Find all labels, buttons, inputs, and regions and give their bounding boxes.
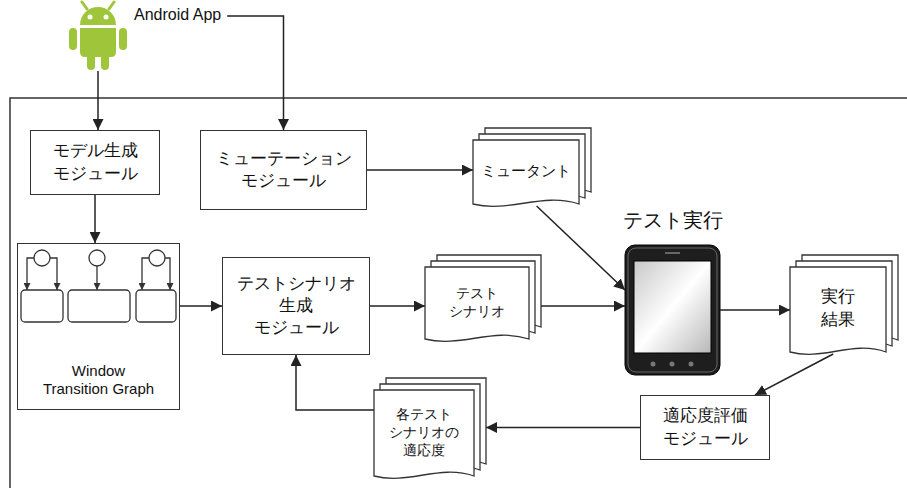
phone-bezel bbox=[628, 248, 717, 372]
text-area: モデル生成 モジュール bbox=[31, 131, 159, 194]
text-area: Android App bbox=[134, 6, 221, 24]
text-area: テストシナリオ 生成 モジュール bbox=[223, 258, 369, 354]
phone-button bbox=[689, 362, 694, 367]
text-area: テスト シナリオ bbox=[425, 267, 529, 337]
document-page bbox=[473, 140, 579, 206]
text-area: テスト実行 bbox=[585, 207, 760, 234]
document-stack: テスト シナリオ bbox=[425, 255, 541, 347]
graph-state bbox=[89, 250, 105, 266]
transition-graph-figure bbox=[21, 250, 176, 322]
document-stack: 各テスト シナリオの 適応度 bbox=[374, 378, 486, 484]
document-page bbox=[790, 267, 886, 354]
flow-arrow bbox=[180, 305, 222, 307]
graph-state bbox=[149, 250, 165, 266]
node-label: テストシナリオ 生成 モジュール bbox=[237, 273, 356, 339]
android-leg bbox=[101, 50, 109, 70]
android-eye bbox=[104, 15, 109, 20]
phone-screen bbox=[634, 261, 711, 353]
phone-body bbox=[625, 245, 720, 375]
flow-arrow bbox=[541, 305, 625, 307]
android-body bbox=[80, 28, 116, 57]
flow-arrow bbox=[755, 354, 833, 395]
graph-edge bbox=[50, 258, 57, 290]
android-arm bbox=[119, 28, 127, 50]
system-frame bbox=[10, 98, 907, 488]
document-page bbox=[425, 267, 529, 341]
graph-window bbox=[136, 290, 176, 322]
phone-speaker bbox=[665, 252, 680, 254]
graph-window bbox=[68, 290, 130, 322]
flow-arrow bbox=[227, 16, 283, 130]
node-label: モデル生成 モジュール bbox=[53, 140, 138, 184]
node-label: 適応度評価 モジュール bbox=[663, 405, 748, 449]
graph-edge bbox=[96, 266, 97, 290]
text-area: Window Transition Graph bbox=[18, 362, 179, 400]
phone-button bbox=[651, 362, 656, 367]
module-box: モデル生成 モジュール bbox=[30, 130, 160, 195]
flow-arrow bbox=[94, 195, 96, 243]
flow-arrow bbox=[370, 305, 425, 307]
node-label: ミュータント bbox=[481, 161, 571, 181]
document-page bbox=[374, 390, 474, 478]
node-label: Android App bbox=[134, 6, 221, 24]
graph-state bbox=[34, 250, 50, 266]
document-stack: ミュータント bbox=[473, 128, 591, 212]
app-icon: Android App bbox=[64, 0, 223, 72]
node-label: テスト実行 bbox=[585, 207, 760, 234]
smartphone bbox=[625, 245, 720, 375]
flow-arrow bbox=[367, 169, 473, 171]
text-area: 実行 結果 bbox=[790, 267, 886, 350]
graph-box: Window Transition Graph bbox=[17, 243, 180, 410]
android-head bbox=[80, 7, 116, 25]
module-box: 適応度評価 モジュール bbox=[640, 395, 770, 460]
android-arm bbox=[69, 28, 77, 50]
graph-window bbox=[21, 290, 63, 322]
node-label: 実行 結果 bbox=[821, 286, 855, 330]
device-node: テスト実行 bbox=[625, 245, 720, 375]
flow-arrow bbox=[537, 206, 625, 290]
document-outline bbox=[425, 255, 541, 347]
node-label: Window Transition Graph bbox=[40, 362, 158, 400]
flow-arrow bbox=[97, 71, 99, 130]
node-label: 各テスト シナリオの 適応度 bbox=[389, 405, 459, 460]
antenna bbox=[82, 2, 87, 9]
android-icon bbox=[69, 2, 127, 70]
flow-arrow bbox=[486, 427, 640, 429]
node-label: テスト シナリオ bbox=[449, 284, 505, 320]
text-area: ミュータント bbox=[473, 140, 579, 202]
phone-button bbox=[670, 362, 675, 367]
text-area: 各テスト シナリオの 適応度 bbox=[374, 390, 474, 474]
module-box: テストシナリオ 生成 モジュール bbox=[222, 257, 370, 355]
graph-edge bbox=[142, 258, 149, 290]
graph-edge bbox=[165, 258, 170, 290]
module-box: ミューテーション モジュール bbox=[200, 130, 367, 210]
graph-edge bbox=[27, 258, 34, 290]
antenna bbox=[109, 2, 114, 9]
document-stack: 実行 結果 bbox=[790, 255, 898, 360]
android-eye bbox=[88, 15, 93, 20]
flow-arrow bbox=[720, 309, 790, 311]
android-leg bbox=[87, 50, 95, 70]
text-area: 適応度評価 モジュール bbox=[641, 396, 769, 459]
document-outline bbox=[790, 255, 898, 360]
text-area: ミューテーション モジュール bbox=[201, 131, 366, 209]
flow-arrow bbox=[296, 355, 374, 410]
node-label: ミューテーション モジュール bbox=[216, 148, 352, 192]
